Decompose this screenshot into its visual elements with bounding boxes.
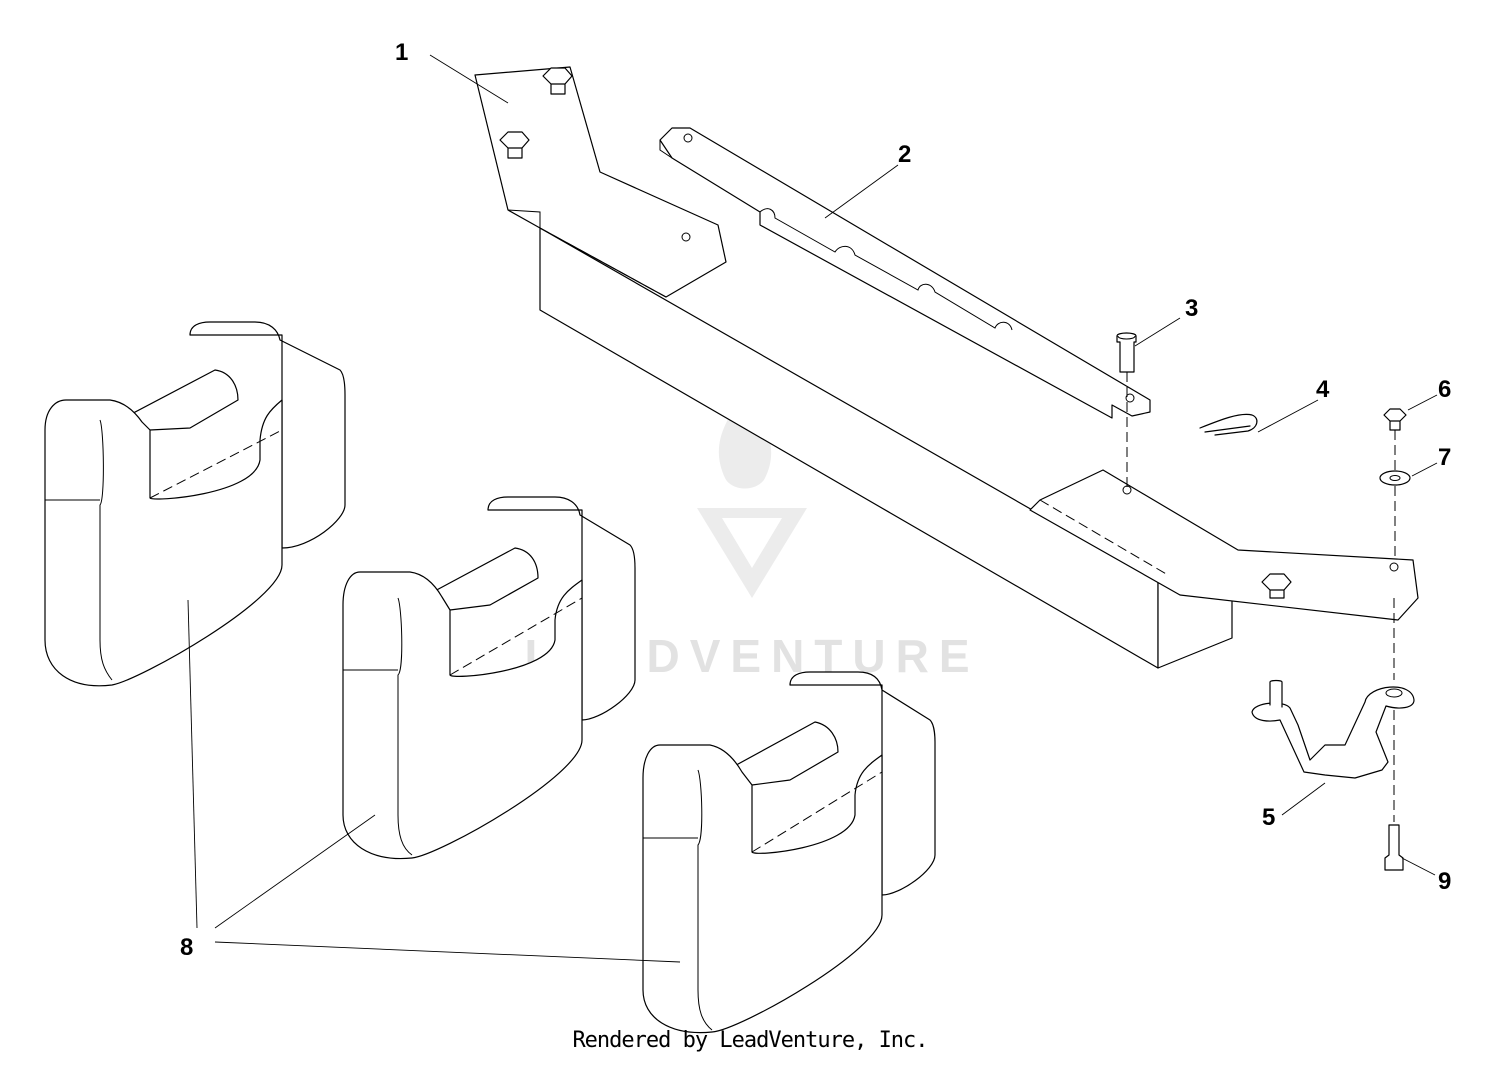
callout-labels: 1 2 3 4 5 6 7 8 9 [180,39,1451,961]
hex-nut-icon [542,67,573,95]
callout-6: 6 [1438,376,1451,403]
callout-3: 3 [1185,295,1198,322]
callout-8: 8 [180,934,193,961]
part-8-weight-2 [342,496,636,860]
part-7-washer [1379,470,1411,486]
part-6-nut [1383,408,1407,431]
part-8-weight-1 [44,321,346,687]
part-5-hitch-bracket [1251,679,1415,779]
callout-5: 5 [1262,804,1275,831]
leader-lines [187,54,1438,963]
callout-4: 4 [1316,376,1330,403]
v-logo-icon [697,508,807,598]
part-4-hairpin-clip [1199,413,1258,436]
hex-nut-icon [499,131,530,159]
part-9-bolt [1384,824,1404,871]
footer-credit: Rendered by LeadVenture, Inc. [572,1028,928,1053]
callout-7: 7 [1438,444,1451,471]
part-8-weight-3 [642,671,936,1034]
part-3-clevis-pin [1116,332,1137,373]
callout-2: 2 [898,141,911,168]
callout-1: 1 [395,39,408,66]
hex-nut-icon [1261,573,1292,599]
part-1-bracket-bar [474,66,1419,669]
callout-9: 9 [1438,868,1451,895]
alignment-lines [1126,372,1396,822]
part-2-slotted-bar [659,127,1151,419]
